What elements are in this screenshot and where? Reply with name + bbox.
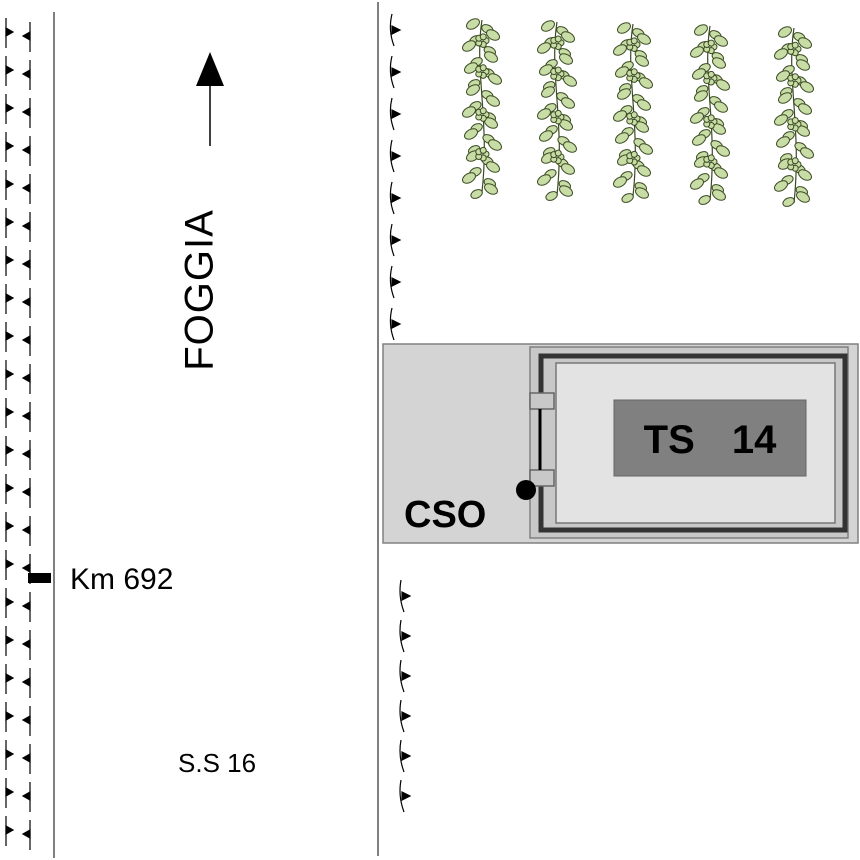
gate-post-bottom	[529, 469, 555, 487]
embankment-symbol	[5, 284, 31, 318]
vegetation-row-icon	[613, 22, 653, 203]
embankment-symbol	[399, 699, 412, 733]
kilometre-marker-icon	[28, 573, 51, 583]
embankment-symbol	[399, 579, 412, 613]
embankment-symbol	[389, 265, 402, 299]
embankment-symbol	[5, 94, 31, 128]
vegetation-rows	[462, 18, 814, 207]
embankment-left	[5, 18, 31, 850]
embankment-symbol	[5, 170, 31, 204]
embankment-right-bottom	[399, 579, 412, 813]
embankment-symbol	[389, 13, 402, 47]
embankment-symbol	[389, 223, 402, 257]
vegetation-row-icon	[690, 24, 730, 205]
plant-plot	[382, 343, 859, 544]
vegetation-row-icon	[774, 26, 814, 207]
plant-label: TS 14	[643, 418, 777, 462]
embankment-symbol	[389, 181, 402, 215]
outlet-label: CSO	[404, 494, 487, 536]
embankment-symbol	[5, 132, 31, 166]
embankment-symbol	[399, 659, 412, 693]
embankment-symbol	[389, 307, 402, 341]
embankment-symbol	[5, 702, 31, 736]
embankment-symbol	[399, 619, 412, 653]
north-arrow-icon	[196, 52, 224, 146]
embankment-symbol	[5, 778, 31, 812]
outlet-point-icon	[516, 480, 536, 500]
embankment-symbol	[389, 55, 402, 89]
embankment-symbol	[5, 398, 31, 432]
embankment-symbol	[5, 360, 31, 394]
embankment-symbol	[5, 18, 31, 52]
embankment-right-top	[389, 13, 402, 341]
vegetation-row-icon	[537, 20, 577, 201]
embankment-symbol	[389, 139, 402, 173]
embankment-symbol	[5, 664, 31, 698]
embankment-symbol	[389, 97, 402, 131]
direction-label: FOGGIA	[177, 209, 222, 371]
embankment-symbol	[5, 56, 31, 90]
embankment-symbol	[5, 588, 31, 622]
embankment-symbol	[5, 208, 31, 242]
fence-line	[538, 353, 848, 533]
embankment-symbol	[5, 246, 31, 280]
embankment-symbol	[5, 322, 31, 356]
embankment-symbol	[5, 474, 31, 508]
road-label: S.S 16	[178, 748, 257, 778]
embankment-symbol	[5, 550, 31, 584]
embankment-symbol	[5, 816, 31, 850]
gate-post-top	[529, 392, 555, 410]
vegetation-row-icon	[462, 18, 502, 199]
embankment-symbol	[399, 739, 412, 773]
plant-block	[613, 399, 807, 477]
embankment-symbol	[399, 779, 412, 813]
embankment-symbol	[5, 512, 31, 546]
embankment-symbol	[5, 626, 31, 660]
embankment-symbol	[5, 436, 31, 470]
embankment-symbol	[5, 740, 31, 774]
kilometre-label: Km 692	[70, 563, 174, 596]
